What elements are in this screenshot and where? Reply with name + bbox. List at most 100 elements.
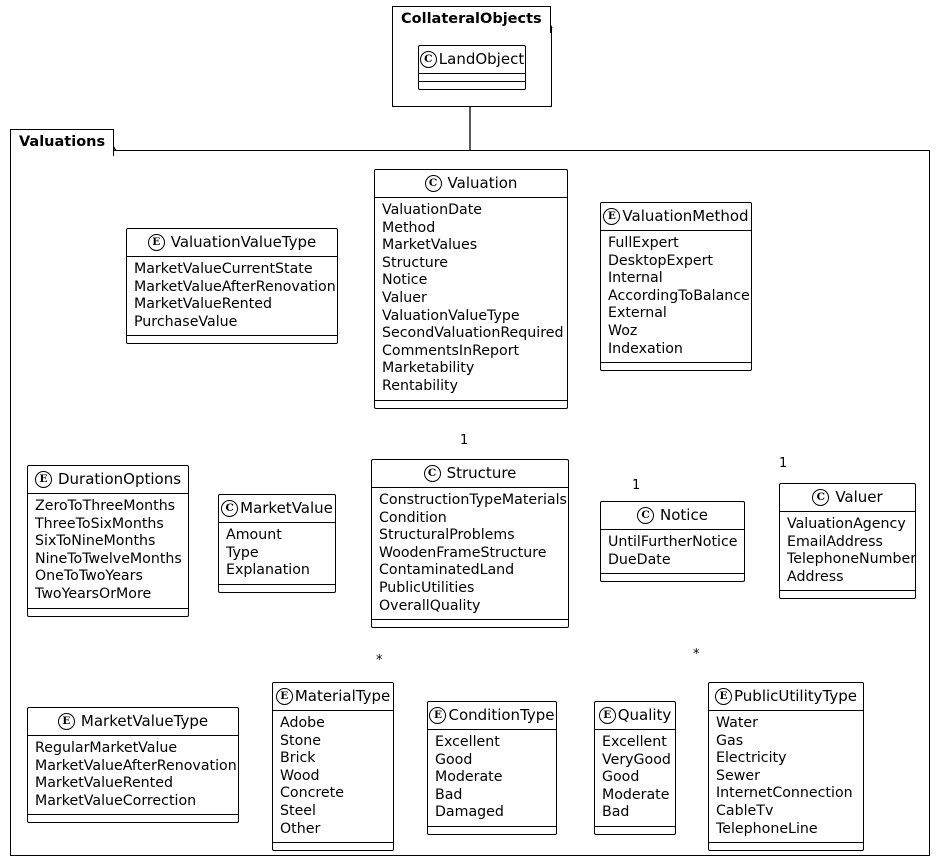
literal: FullExpert [608,235,679,251]
literal: Excellent [602,734,667,750]
attribute: DueDate [608,551,671,568]
class-valuation[interactable]: C Valuation ValuationDate Method MarketV… [374,169,568,409]
attribute: PublicUtilities [379,579,475,596]
enum-valuationvaluetype-header: E ValuationValueType [127,229,337,257]
literal: Sewer [716,767,760,784]
attribute: Explanation [226,562,310,579]
enum-materialtype-name: MaterialType [294,687,391,706]
literal: DesktopExpert [608,252,713,269]
class-stereotype-icon: C [221,500,239,517]
attribute: SecondValuationRequired [382,325,564,342]
literal: MarketValueCurrentState [134,261,313,277]
enum-publicutilitytype[interactable]: E PublicUtilityType Water Gas Electricit… [708,682,864,852]
literal: Other [280,820,321,837]
class-marketvalue-name: MarketValue [240,499,333,518]
literal: Internal [608,270,663,287]
literal: RegularMarketValue [35,740,178,756]
class-structure-name: Structure [446,464,517,483]
enum-conditiontype[interactable]: E ConditionType Excellent Good Moderate … [427,701,557,835]
enum-stereotype-icon: E [34,471,52,488]
attribute: Notice [382,272,428,289]
enum-materialtype-header: E MaterialType [273,683,393,711]
literal: Adobe [280,715,325,731]
enum-publicutilitytype-literals: Water Gas Electricity Sewer InternetConn… [709,711,863,842]
attribute: Rentability [382,377,458,394]
enum-materialtype[interactable]: E MaterialType Adobe Stone Brick Wood Co… [272,682,394,852]
enum-durationoptions[interactable]: E DurationOptions ZeroToThreeMonths Thre… [27,465,189,617]
class-landobject-name: LandObject [438,50,525,69]
enum-stereotype-icon: E [429,707,447,724]
enum-materialtype-literals: Adobe Stone Brick Wood Concrete Steel Ot… [273,711,393,842]
literal: Bad [602,804,630,821]
literal: ZeroToThreeMonths [35,498,176,514]
enum-marketvaluetype[interactable]: E MarketValueType RegularMarketValue Mar… [27,707,239,824]
literal: Excellent [435,734,500,750]
class-valuer-header: C Valuer [780,484,915,512]
class-marketvalue-attributes: Amount Type Explanation [219,523,335,584]
attribute: EmailAddress [787,533,883,550]
enum-valuationmethod-literals: FullExpert DesktopExpert Internal Accord… [601,231,751,362]
enum-valuationvaluetype-footer [127,335,337,343]
enum-durationoptions-name: DurationOptions [57,470,182,489]
enum-stereotype-icon: E [598,707,616,724]
enum-valuationmethod-name: ValuationMethod [622,207,749,226]
enum-valuationmethod[interactable]: E ValuationMethod FullExpert DesktopExpe… [600,202,752,372]
class-valuer-name: Valuer [835,488,883,507]
class-stereotype-icon: C [812,489,830,506]
class-landobject-attributes [419,74,525,81]
class-valuation-name: Valuation [447,174,518,193]
literal: External [608,305,667,322]
class-valuation-operations [375,399,567,408]
enum-valuationmethod-header: E ValuationMethod [601,203,751,231]
class-notice[interactable]: C Notice UntilFurtherNotice DueDate [600,501,745,583]
class-landobject[interactable]: C LandObject [418,45,526,90]
multiplicity-structure: 1 [460,433,469,448]
literal: Bad [435,786,463,803]
literal: Moderate [602,786,670,803]
enum-marketvaluetype-header: E MarketValueType [28,708,238,736]
class-marketvalue[interactable]: C MarketValue Amount Type Explanation [218,494,336,593]
class-notice-attributes: UntilFurtherNotice DueDate [601,530,744,573]
literal: PurchaseValue [134,313,238,330]
enum-conditiontype-literals: Excellent Good Moderate Bad Damaged [428,730,556,826]
enum-valuationvaluetype[interactable]: E ValuationValueType MarketValueCurrentS… [126,228,338,345]
enum-quality[interactable]: E Quality Excellent VeryGood Good Modera… [594,701,676,835]
enum-durationoptions-footer [28,607,188,616]
package-label-collateral-objects: CollateralObjects [401,11,542,27]
literal: Good [602,769,640,786]
class-structure[interactable]: C Structure ConstructionTypeMaterials Co… [371,459,569,629]
attribute: StructuralProblems [379,527,515,544]
literal: Moderate [435,769,503,786]
class-marketvalue-header: C MarketValue [219,495,335,523]
class-valuer-attributes: ValuationAgency EmailAddress TelephoneNu… [780,512,916,590]
class-landobject-operations [419,81,525,89]
enum-publicutilitytype-footer [709,842,863,850]
class-structure-attributes: ConstructionTypeMaterials Condition Stru… [372,488,568,619]
attribute: Structure [382,254,448,271]
literal: CableTv [716,802,774,819]
literal: NineToTwelveMonths [35,550,182,567]
literal: Steel [280,802,316,819]
literal: Brick [280,750,316,767]
multiplicity-publicutilitytype: * [693,647,700,662]
enum-stereotype-icon: E [275,688,293,705]
literal: Gas [716,732,744,749]
attribute: Condition [379,509,447,526]
multiplicity-valuer: 1 [779,456,788,471]
attribute: ValuationValueType [382,307,520,324]
enum-conditiontype-footer [428,825,556,834]
attribute: MarketValues [382,237,478,254]
enum-valuationvaluetype-name: ValuationValueType [170,233,317,252]
class-notice-operations [601,573,744,581]
class-valuer[interactable]: C Valuer ValuationAgency EmailAddress Te… [779,483,916,600]
class-structure-header: C Structure [372,460,568,488]
literal: Good [435,751,473,768]
enum-quality-literals: Excellent VeryGood Good Moderate Bad [595,730,675,826]
class-valuation-header: C Valuation [375,170,567,198]
enum-conditiontype-header: E ConditionType [428,702,556,730]
attribute: OverallQuality [379,597,481,614]
attribute: ConstructionTypeMaterials [379,492,567,508]
class-stereotype-icon: C [423,465,441,482]
attribute: ValuationAgency [787,516,906,532]
literal: MarketValueCorrection [35,792,197,809]
